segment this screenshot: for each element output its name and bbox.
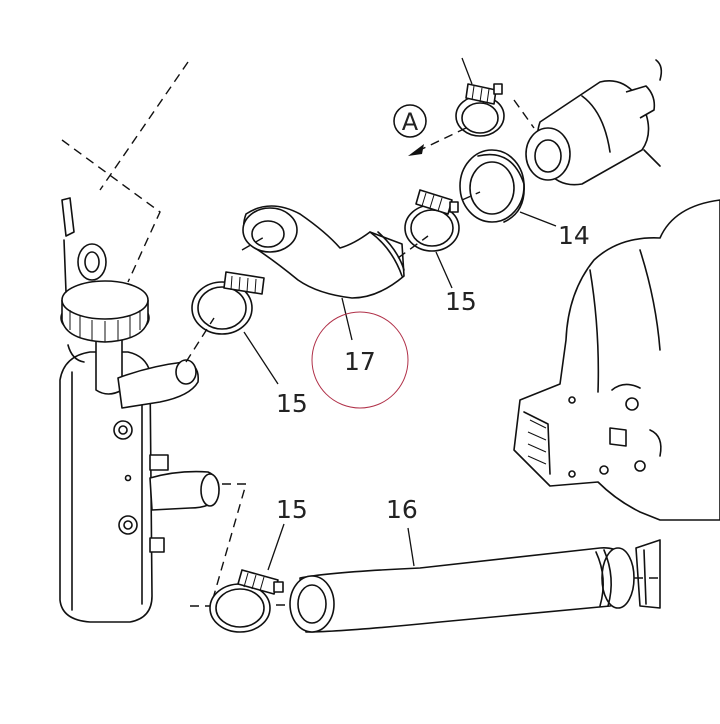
hose-clamp-top [455,57,505,137]
callout-16: 16 [386,495,418,524]
callout-15-left: 15 [276,389,308,418]
engine-housing [513,199,720,521]
callout-15-lower: 15 [276,495,308,524]
reference-a: A [393,104,467,156]
highlight-circle [311,311,409,409]
straight-hose [289,539,661,633]
pipe-fitting-upper-right [513,59,663,186]
reference-a-label: A [402,108,419,136]
hose-clamp-left [185,271,265,363]
leader-lines [243,211,557,571]
hose-clamp-middle [397,189,460,259]
reservoir-tank [59,197,220,623]
callout-14: 14 [558,221,590,250]
elbow-hose [241,205,405,299]
hose-clamp-lower [209,569,284,633]
dashed-guide-lower [211,483,247,603]
callout-17: 17 [344,347,376,376]
dashed-guides-upper-left [61,61,189,283]
callout-15-middle: 15 [445,287,477,316]
sealing-ring [459,149,525,223]
